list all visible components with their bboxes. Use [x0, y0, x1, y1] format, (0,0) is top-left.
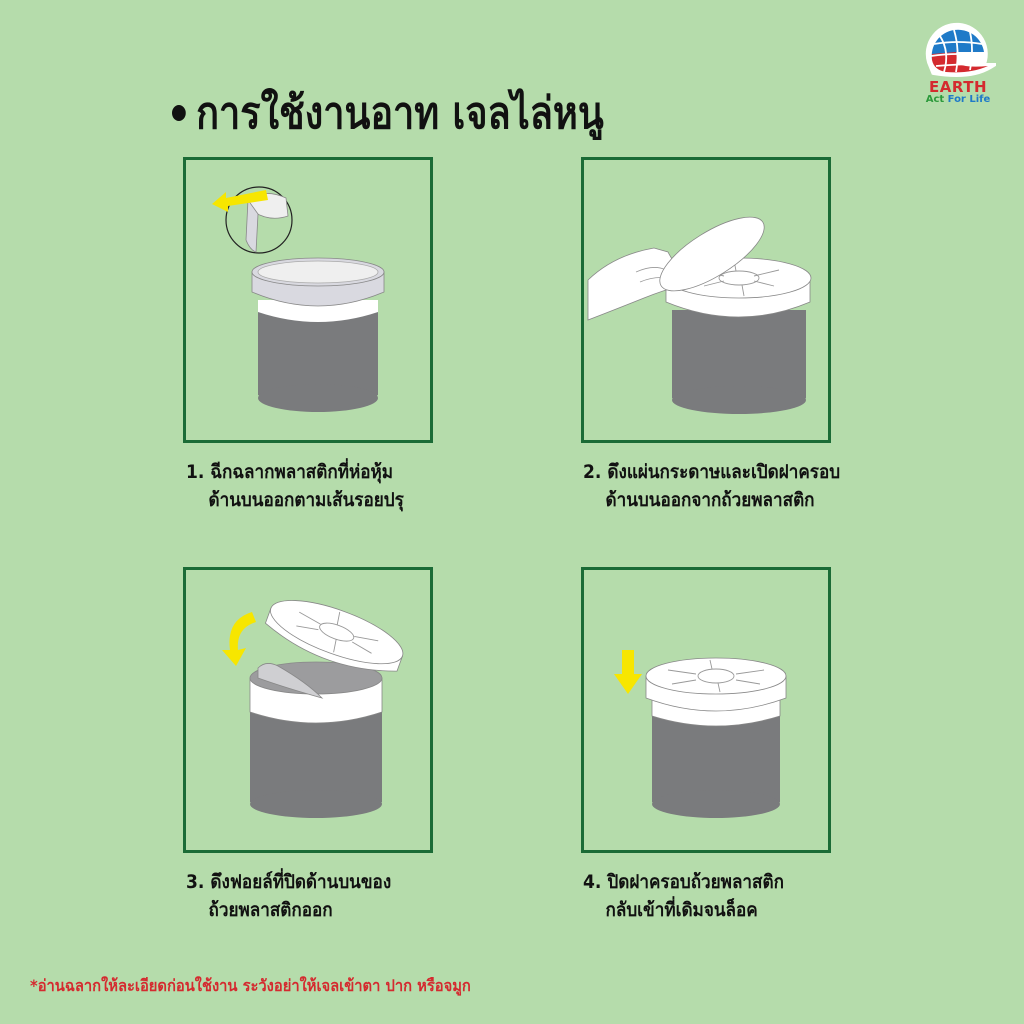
step-4-line1: ปิดฝาครอบถ้วยพลาสติก [607, 871, 784, 893]
step-3-line2: ถ้วยพลาสติกออก [208, 899, 333, 921]
logo-tagline-forlife: For Life [947, 94, 991, 105]
step-2-line2: ด้านบนออกจากถ้วยพลาสติก [605, 489, 815, 511]
step-1-panel [183, 157, 433, 443]
safety-footnote: *อ่านฉลากให้ละเอียดก่อนใช้งาน ระวังอย่าใ… [30, 976, 471, 995]
step-4-line2: กลับเข้าที่เดิมจนล็อค [605, 899, 758, 921]
step-2-number: 2. [583, 461, 602, 483]
earth-logo: EARTH Act For Life [920, 22, 1001, 108]
step-3-line1: ดึงฟอยล์ที่ปิดด้านบนของ [210, 871, 392, 893]
step-2-panel [581, 157, 831, 443]
bullet-icon [172, 105, 186, 121]
step-2-line1: ดึงแผ่นกระดาษและเปิดฝาครอบ [607, 461, 841, 483]
step-1-caption: 1. ฉีกฉลากพลาสติกที่ห่อหุ้ม ด้านบนออกตาม… [186, 458, 404, 514]
step-3-caption: 3. ดึงฟอยล์ที่ปิดด้านบนของ ถ้วยพลาสติกออ… [186, 868, 391, 924]
page-title-text: การใช้งานอาท เจลไล่หนู [196, 88, 604, 139]
step-3-number: 3. [186, 871, 205, 893]
step-4-caption: 4. ปิดฝาครอบถ้วยพลาสติก กลับเข้าที่เดิมจ… [583, 868, 784, 924]
step-4-illustration [614, 650, 787, 818]
step-2-caption: 2. ดึงแผ่นกระดาษและเปิดฝาครอบ ด้านบนออกจ… [583, 458, 840, 514]
globe-icon [925, 22, 1001, 77]
step-2-illustration [587, 216, 812, 414]
step-4-number: 4. [583, 871, 602, 893]
step-3-illustration [222, 600, 404, 818]
step-1-illustration [212, 186, 385, 412]
step-1-number: 1. [186, 461, 205, 483]
step-1-line1: ฉีกฉลากพลาสติกที่ห่อหุ้ม [210, 461, 394, 483]
step-1-line2: ด้านบนออกตามเส้นรอยปรุ [208, 489, 404, 511]
logo-tagline: Act For Life [920, 94, 996, 105]
page-title: การใช้งานอาท เจลไล่หนู [172, 78, 604, 148]
step-4-panel [581, 567, 831, 853]
logo-brand: EARTH [928, 78, 988, 96]
logo-tagline-act: Act [925, 94, 945, 105]
step-3-panel [183, 567, 433, 853]
